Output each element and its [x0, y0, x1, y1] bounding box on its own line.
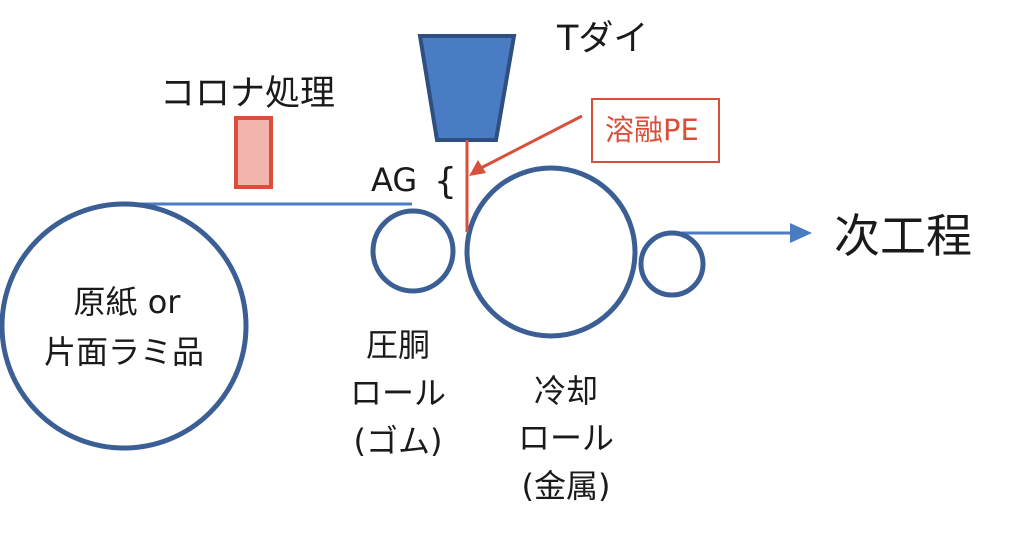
molten-pe-arrow-icon: [469, 160, 486, 176]
air-gap-brace: {: [434, 161, 457, 202]
press-roll-label-line2: ロール: [350, 374, 446, 412]
t-die-label: Tダイ: [556, 19, 648, 59]
molten-pe-pointer-line: [480, 114, 583, 170]
next-process-arrow-icon: [790, 223, 812, 243]
molten-pe-label: 溶融PE: [605, 113, 699, 147]
next-process-label: 次工程: [834, 209, 972, 263]
corona-treater: [234, 116, 273, 189]
cooling-roll: [464, 165, 638, 339]
press-roll: [370, 208, 456, 294]
base-paper-label-line1: 原紙 or: [74, 283, 182, 321]
cooling-roll-label-line1: 冷却: [534, 372, 598, 410]
cooling-roll-label-line2: ロール: [518, 419, 614, 457]
air-gap-label: AG: [371, 161, 417, 199]
t-die: [417, 34, 517, 142]
press-roll-label-line1: 圧胴: [366, 326, 430, 364]
base-paper-roll: [0, 201, 249, 451]
base-paper-label-line2: 片面ラミ品: [44, 333, 204, 371]
guide-roll: [638, 230, 706, 298]
molten-pe-callout-box: [591, 98, 720, 163]
corona-label: コロナ処理: [160, 74, 335, 114]
press-roll-label-line3: (ゴム): [354, 422, 443, 460]
cooling-roll-label-line3: (金属): [522, 467, 611, 505]
